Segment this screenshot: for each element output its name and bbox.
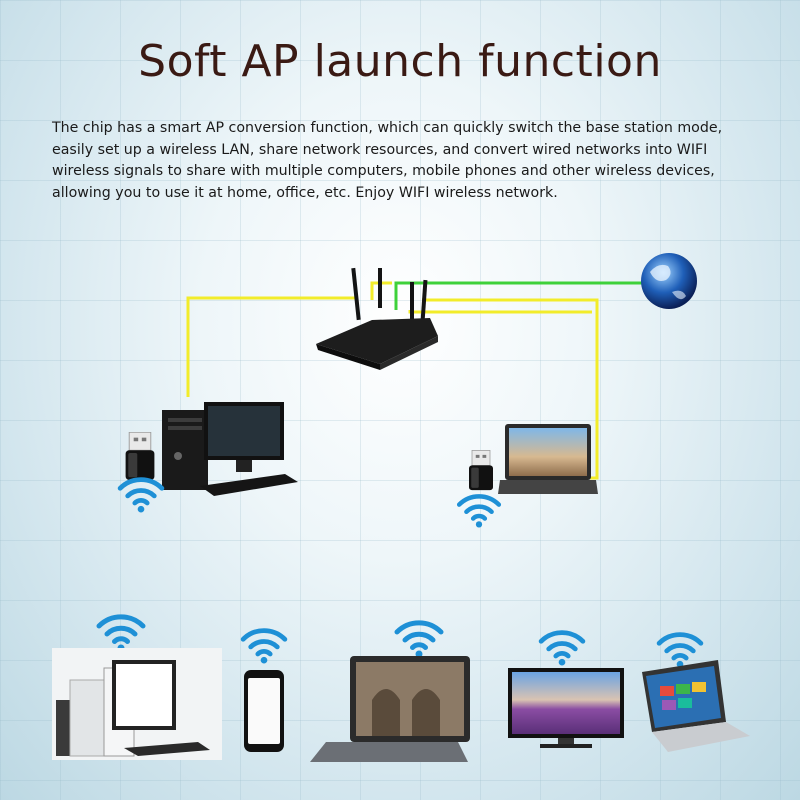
usb-wifi-adapter-icon <box>468 450 494 491</box>
laptop-icon <box>498 424 598 494</box>
wifi-signal-icon <box>459 496 499 527</box>
router-icon <box>316 267 438 370</box>
wifi-signal-icon <box>243 631 285 664</box>
wifi-signal-icon <box>541 633 583 666</box>
wifi-signal-icon <box>397 623 441 658</box>
usb-wifi-adapter-icon <box>125 432 155 481</box>
page-title: Soft AP launch function <box>138 36 662 87</box>
globe-icon <box>641 253 697 309</box>
monitor-icon <box>508 668 624 748</box>
tablet-icon <box>310 656 470 762</box>
laptop-icon <box>642 660 750 752</box>
wifi-signal-icon <box>659 635 701 668</box>
smartphone-icon <box>244 670 284 752</box>
description-text: The chip has a smart AP conversion funct… <box>52 120 723 201</box>
desktop-computer-icon <box>52 648 222 760</box>
wifi-signal-icon <box>120 480 162 513</box>
green-internet-cable <box>394 281 645 310</box>
wifi-signal-icon <box>99 617 143 652</box>
desktop-computer-icon <box>162 402 298 496</box>
